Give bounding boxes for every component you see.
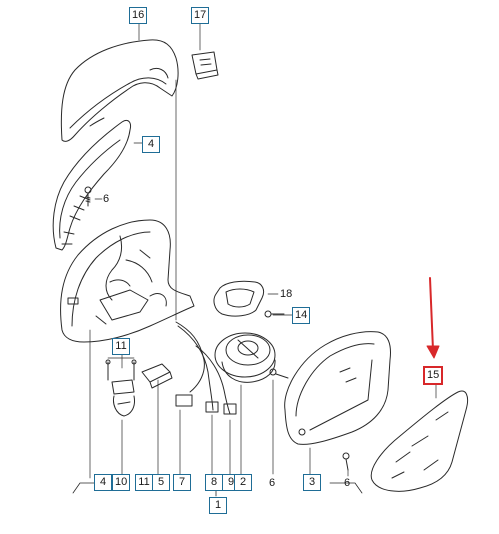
- callout-17: 17: [191, 7, 210, 24]
- sensor-unit: [111, 379, 135, 417]
- callout-3: 3: [303, 474, 321, 491]
- red-arrow: [426, 277, 440, 359]
- adjustment-motor: [214, 332, 276, 383]
- screw-upper: [84, 186, 92, 207]
- callout-11-top: 11: [112, 338, 130, 355]
- mirror-housing: [60, 219, 195, 343]
- mirror-glass: [370, 390, 469, 492]
- leader-lines: [89, 21, 437, 479]
- callout-15-highlighted: 15: [423, 366, 444, 385]
- wiring-harness: [175, 321, 237, 415]
- turn-signal-strip: [52, 119, 131, 251]
- mirror-cap-cover: [60, 39, 179, 142]
- small-screws-pair: [105, 359, 137, 381]
- callout-14: 14: [292, 307, 311, 324]
- mounting-frame: [213, 280, 265, 317]
- callout-5: 5: [152, 474, 170, 491]
- screw-14: [264, 310, 285, 318]
- label-6-low: 6: [344, 477, 351, 489]
- callout-4-bottom: 4: [94, 474, 112, 491]
- callout-10: 10: [112, 474, 131, 491]
- callout-1: 1: [209, 497, 227, 514]
- label-6-upper: 6: [103, 193, 110, 205]
- glass-backing-plate: [284, 331, 391, 445]
- callout-4-top: 4: [142, 136, 160, 153]
- callout-16: 16: [129, 7, 148, 24]
- callout-8: 8: [205, 474, 223, 491]
- callout-7: 7: [173, 474, 191, 491]
- screw-mid: [269, 368, 289, 379]
- callout-2: 2: [234, 474, 252, 491]
- label-18: 18: [280, 288, 293, 300]
- connector-module: [141, 363, 173, 389]
- callout-11-bottom: 11: [135, 474, 153, 491]
- clip-part: [191, 51, 219, 80]
- screw-low: [342, 452, 350, 471]
- label-6-mid: 6: [269, 477, 276, 489]
